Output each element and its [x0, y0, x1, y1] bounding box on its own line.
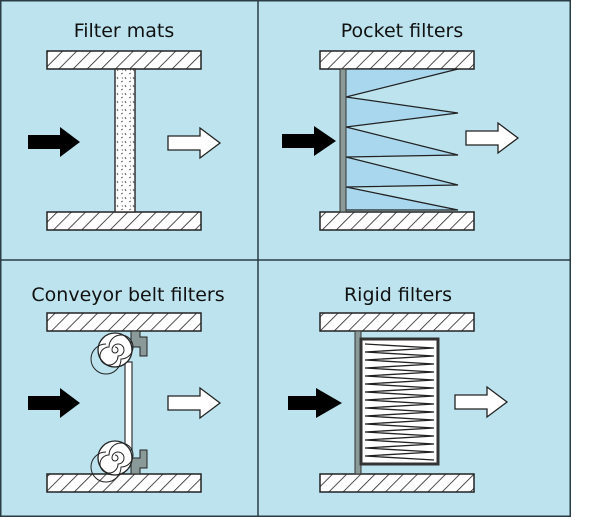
diagram-border — [0, 0, 571, 517]
top-roll-icon — [90, 332, 134, 375]
panel-title-conveyor-belt-filters: Conveyor belt filters — [31, 284, 224, 306]
arrow-right-icon — [282, 126, 336, 156]
bottom-wall — [319, 473, 475, 493]
panel-pocket-filters: Pocket filters — [282, 20, 520, 231]
outlet-arrow-icon — [167, 126, 222, 160]
panel-rigid-filters: Rigid filters — [288, 284, 509, 493]
top-wall — [46, 50, 202, 70]
top-bracket — [130, 330, 148, 357]
pocket-outline — [345, 68, 459, 211]
bottom-bracket — [130, 449, 148, 475]
outlet-arrow-icon — [167, 386, 222, 420]
filter-belt — [124, 361, 133, 451]
top-wall — [319, 312, 475, 332]
panel-title-pocket-filters: Pocket filters — [341, 20, 463, 42]
bottom-wall — [46, 473, 202, 493]
top-wall — [319, 50, 475, 70]
panel-title-filter-mats: Filter mats — [74, 20, 175, 42]
bottom-wall — [319, 211, 475, 231]
bottom-wall — [46, 211, 202, 231]
arrow-right-icon — [288, 388, 342, 418]
diagram-background — [0, 0, 571, 517]
pocket-frame — [339, 68, 347, 213]
outlet-arrow-icon — [465, 121, 520, 155]
outlet-arrow-icon — [454, 385, 509, 419]
rigid-pleats — [364, 343, 435, 461]
top-wall — [46, 312, 202, 332]
pocket-fill — [346, 69, 458, 210]
filter-mat — [114, 68, 136, 213]
arrow-right-icon — [28, 388, 80, 418]
bottom-roll-icon — [90, 440, 134, 483]
panel-filter-mats: Filter mats — [28, 20, 222, 231]
panel-title-rigid-filters: Rigid filters — [344, 284, 452, 306]
arrow-right-icon — [28, 127, 80, 157]
panel-conveyor-belt-filters: Conveyor belt filters — [28, 284, 225, 493]
